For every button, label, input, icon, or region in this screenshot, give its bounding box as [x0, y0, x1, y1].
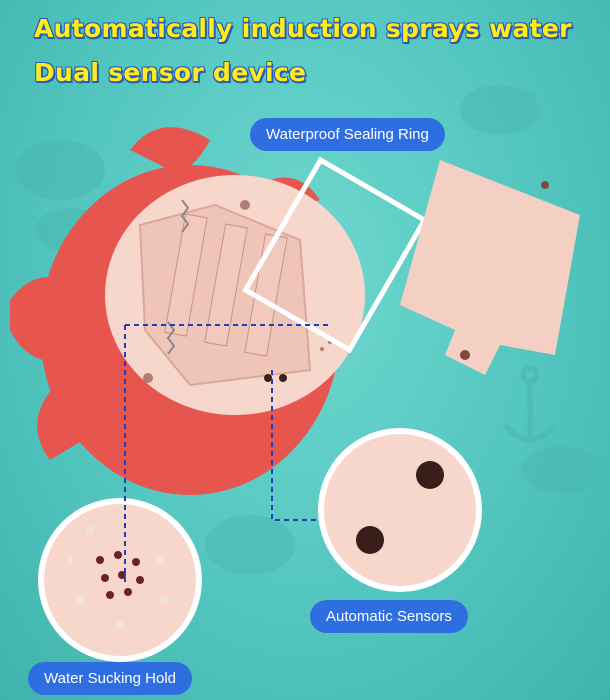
- headline-line-2: Dual sensor device: [34, 58, 307, 87]
- battery-lid: [400, 160, 580, 375]
- water-hole-callout: Water Sucking Hold: [28, 662, 192, 695]
- anchor-icon: [503, 365, 557, 443]
- connector-lines: [124, 324, 330, 585]
- sealing-ring-outline: [242, 156, 428, 354]
- sensors-callout: Automatic Sensors: [310, 600, 468, 633]
- sensor-zoom-circle: [318, 428, 482, 592]
- headline-line-1: Automatically induction sprays water: [34, 14, 572, 43]
- battery-compartment: [105, 175, 365, 415]
- water-hole-zoom-circle: [38, 498, 202, 662]
- sealing-ring-callout: Waterproof Sealing Ring: [250, 118, 445, 151]
